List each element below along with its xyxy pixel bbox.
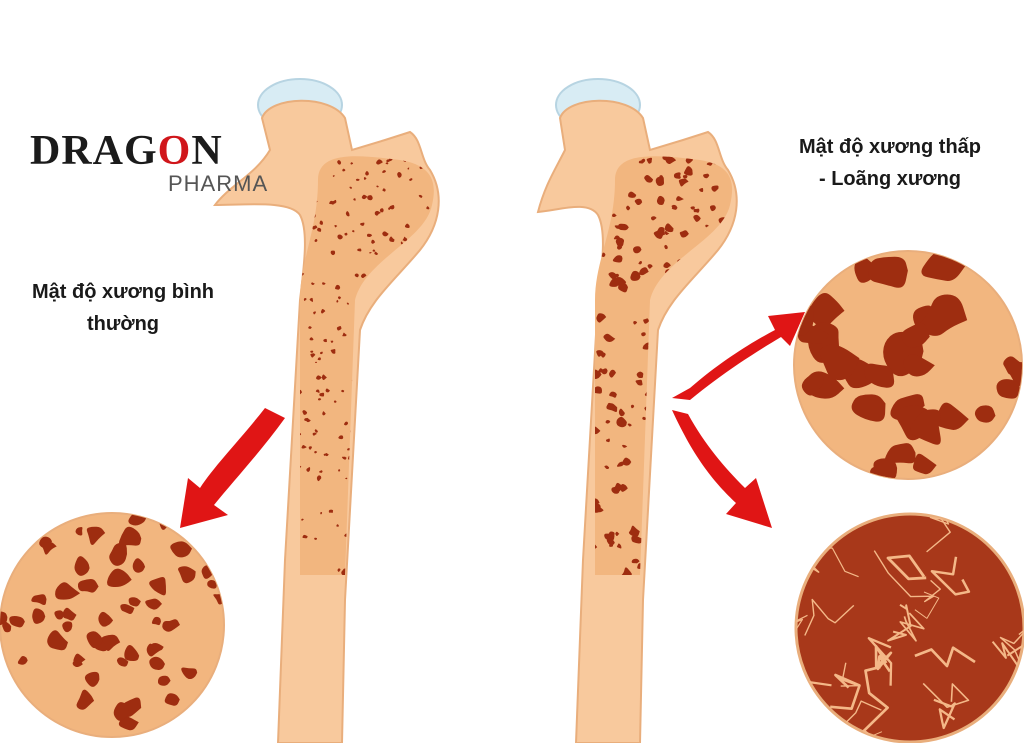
osteoporotic-bone bbox=[536, 78, 738, 743]
normal-density-label: Mật độ xương bình thường bbox=[8, 276, 238, 340]
left-marrow-region bbox=[300, 156, 434, 576]
logo-sub: PHARMA bbox=[168, 171, 269, 196]
normal-label-line2: thường bbox=[86, 313, 159, 335]
right-marrow-region bbox=[595, 156, 733, 576]
arrow-to-severe-sample bbox=[672, 410, 772, 528]
low-density-label: Mật độ xương thấp - Loãng xương bbox=[770, 131, 1010, 195]
arrow-to-normal-sample bbox=[180, 408, 285, 528]
logo-brand: DRAGON bbox=[30, 128, 223, 174]
dragon-o-emblem: O bbox=[157, 128, 192, 174]
low-label-line1: Mật độ xương thấp bbox=[798, 136, 982, 158]
dragon-pharma-logo: DRAGON PHARMA bbox=[30, 115, 310, 205]
low-label-line2: - Loãng xương bbox=[818, 168, 962, 190]
normal-sample-pores bbox=[0, 513, 224, 737]
low-density-sample bbox=[793, 250, 1023, 480]
normal-density-sample bbox=[0, 512, 225, 738]
severe-osteoporosis-sample bbox=[794, 512, 1024, 743]
arrow-to-porous-sample bbox=[672, 312, 805, 400]
normal-label-line1: Mật độ xương bình bbox=[31, 281, 214, 303]
